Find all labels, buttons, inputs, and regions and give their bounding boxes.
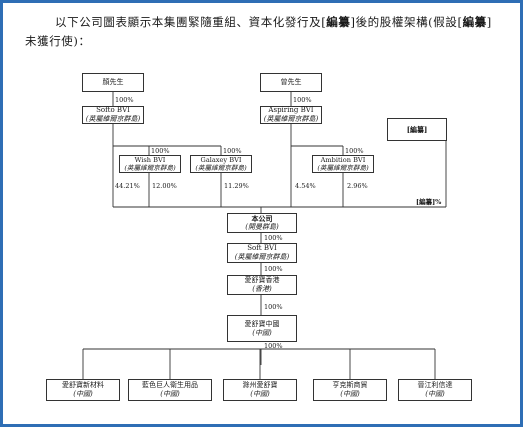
- aspiring-place: (英屬維爾京群島): [263, 115, 319, 123]
- sub-4-place: (中國): [425, 390, 445, 398]
- sub-1-place: (中國): [160, 390, 180, 398]
- wish-place: (英屬維爾京群島): [124, 164, 176, 172]
- intro-text-1: 以下公司圖表顯示本集團緊隨重組、資本化發行及[: [55, 15, 327, 29]
- pct-wish-company: 12.00%: [152, 182, 177, 190]
- company-place: (開曼群島): [245, 223, 279, 231]
- box-softo-bvi: Softo BVI (英屬維爾京群島): [82, 106, 144, 124]
- connector-lines: [82, 92, 447, 379]
- sub-2-place: (中國): [250, 390, 270, 398]
- box-sub-jinjiang: 晉江利信達 (中國): [398, 379, 472, 401]
- box-wish-bvi: Wish BVI (英屬維爾京群島): [119, 155, 181, 173]
- box-sub-henkes: 亨克斯商貿 (中國): [313, 379, 387, 401]
- sub-3-place: (中國): [340, 390, 360, 398]
- mr-yan-name: 顏先生: [102, 78, 124, 86]
- pct-softbvi-hk: 100%: [264, 265, 283, 273]
- softo-place: (英屬維爾京群島): [85, 115, 141, 123]
- cn-name: 愛舒寶中國: [244, 319, 280, 328]
- sub-0-place: (中國): [73, 390, 93, 398]
- pct-zeng-aspiring: 100%: [293, 96, 312, 104]
- box-aspiring-bvi: Aspiring BVI (英屬維爾京群島): [260, 106, 322, 124]
- pct-softo-galaxey: 100%: [223, 147, 242, 155]
- intro-text-3: ]未獲行使)：: [25, 15, 492, 48]
- pct-softo-company: 44.21%: [115, 182, 140, 190]
- box-sub-chuzhou: 滁州愛舒寶 (中國): [223, 379, 297, 401]
- sub-4-name: 晉江利信達: [417, 381, 453, 389]
- cn-place: (中國): [252, 328, 272, 337]
- pct-aspiring-ambition: 100%: [345, 147, 364, 155]
- box-hk: 愛舒寶香港 (香港): [227, 275, 297, 295]
- ambition-place: (英屬維爾京群島): [317, 164, 369, 172]
- pct-softo-wish: 100%: [151, 147, 170, 155]
- sub-3-name: 亨克斯商貿: [332, 381, 368, 389]
- redacted-holder-name: [編纂]: [406, 125, 428, 134]
- intro-redacted-1: 編纂: [326, 15, 351, 29]
- intro-paragraph: 以下公司圖表顯示本集團緊隨重組、資本化發行及[編纂]後的股權架構(假設[編纂]未…: [25, 13, 501, 51]
- box-cn: 愛舒寶中國 (中國): [227, 315, 297, 342]
- box-redacted-holder: [編纂]: [387, 118, 447, 141]
- mr-zeng-name: 曾先生: [280, 78, 302, 86]
- wish-name: Wish BVI: [134, 155, 166, 164]
- box-sub-materials: 愛舒寶新材料 (中國): [46, 379, 120, 401]
- galaxey-place: (英屬維爾京群島): [195, 164, 247, 172]
- aspiring-name: Aspiring BVI: [268, 106, 314, 114]
- company-name: 本公司: [251, 214, 273, 223]
- softo-name: Softo BVI: [96, 106, 130, 114]
- hk-name: 愛舒寶香港: [244, 276, 280, 284]
- box-sub-blue-giant: 藍色巨人衛生用品 (中國): [128, 379, 212, 401]
- box-company: 本公司 (開曼群島): [227, 213, 297, 233]
- hk-place: (香港): [252, 285, 272, 293]
- box-ambition-bvi: Ambition BVI (英屬維爾京群島): [312, 155, 374, 173]
- pct-aspiring-company: 4.54%: [295, 182, 316, 190]
- pct-yan-softo: 100%: [115, 96, 134, 104]
- box-galaxey-bvi: Galaxey BVI (英屬維爾京群島): [190, 155, 252, 173]
- sub-1-name: 藍色巨人衛生用品: [142, 381, 198, 389]
- galaxey-name: Galaxey BVI: [200, 155, 242, 164]
- box-mr-yan: 顏先生: [82, 73, 144, 92]
- pct-ambition-company: 2.96%: [347, 182, 368, 190]
- pct-cn-subs: 100%: [264, 342, 283, 350]
- intro-text-2: ]後的股權架構(假設[: [350, 15, 463, 29]
- sub-0-name: 愛舒寶新材料: [62, 381, 104, 389]
- pct-hk-cn: 100%: [264, 303, 283, 311]
- box-soft-bvi: Soft BVI (英屬維爾京群島): [227, 243, 297, 263]
- ambition-name: Ambition BVI: [320, 155, 366, 164]
- pct-redacted-company: [編纂]%: [416, 198, 442, 206]
- soft-bvi-name: Soft BVI: [247, 244, 277, 252]
- sub-2-name: 滁州愛舒寶: [242, 381, 278, 389]
- pct-galaxey-company: 11.29%: [224, 182, 249, 190]
- box-mr-zeng: 曾先生: [260, 73, 322, 92]
- soft-bvi-place: (英屬維爾京群島): [234, 253, 290, 261]
- intro-redacted-2: 編纂: [462, 15, 487, 29]
- pct-company-softbvi: 100%: [264, 234, 283, 242]
